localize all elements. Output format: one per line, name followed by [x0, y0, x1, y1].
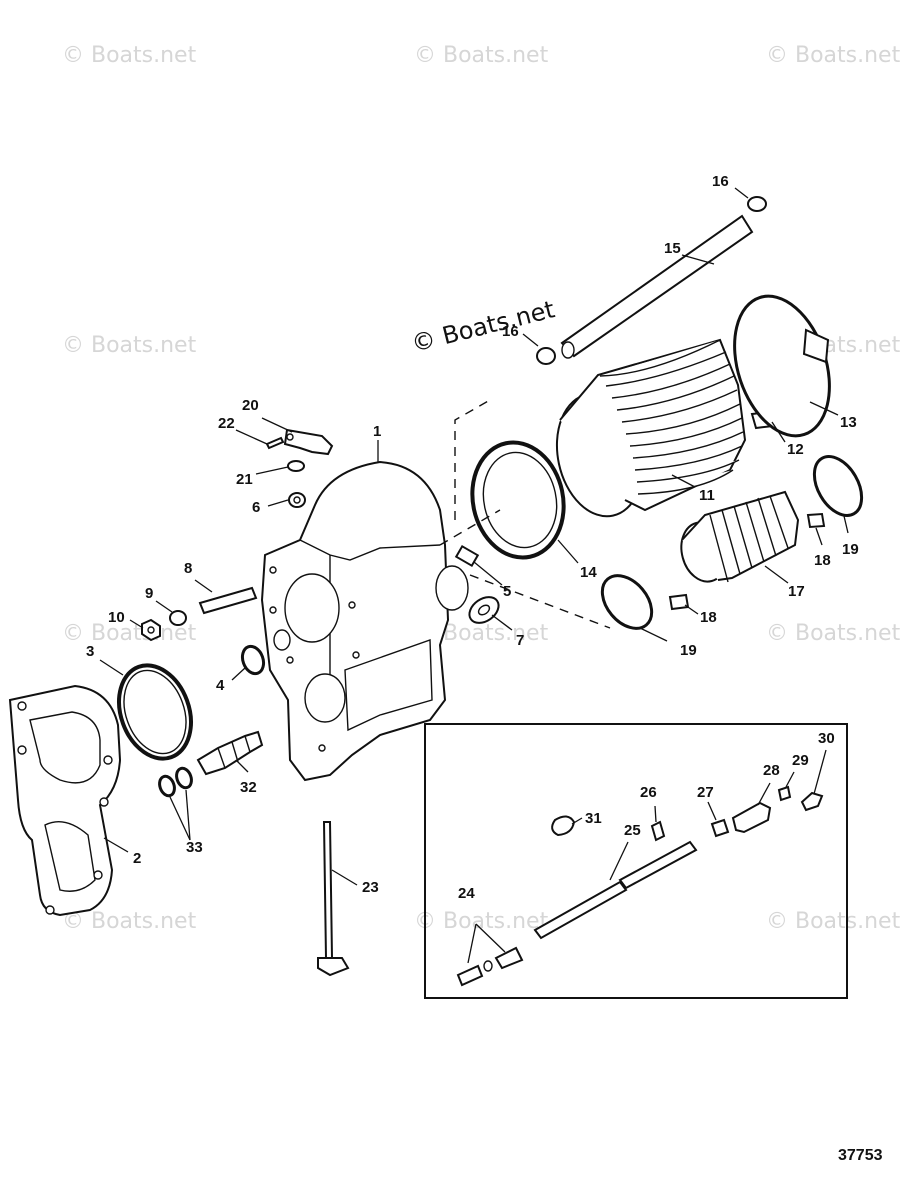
part-hose-clamp-lower — [536, 347, 556, 365]
drawing-number: 37753 — [838, 1147, 883, 1164]
part-ujoint-bellows — [680, 490, 800, 583]
inset-detail-box — [424, 723, 848, 999]
watermark: © Boats.net — [766, 43, 901, 68]
alignment-guide — [439, 509, 501, 546]
part-exhaust-bellows — [555, 338, 747, 518]
part-hose-clamp-medium — [812, 455, 864, 517]
callout-31: 31 — [585, 810, 602, 827]
callout-33: 33 — [186, 839, 203, 856]
part-exhaust-ring — [470, 440, 566, 560]
part-washer — [468, 596, 500, 624]
part-oring-pair — [158, 774, 176, 798]
watermark: © Boats.net — [414, 43, 549, 68]
callout-6: 6 — [252, 499, 260, 516]
center-watermark: © Boats.net — [409, 295, 558, 358]
part-clip-small — [668, 593, 690, 611]
callout-24: 24 — [458, 885, 475, 902]
part-hose-clamp-medium — [600, 574, 654, 630]
part-oring-pair — [175, 766, 193, 790]
callout-25: 25 — [624, 822, 641, 839]
callout-16: 16 — [712, 173, 729, 190]
watermark: © Boats.net — [62, 43, 197, 68]
callout-28: 28 — [763, 762, 780, 779]
alignment-guide — [454, 399, 491, 520]
callout-14: 14 — [580, 564, 597, 581]
callout-1: 1 — [373, 423, 381, 440]
callout-16: 16 — [502, 323, 519, 340]
callout-20: 20 — [242, 397, 259, 414]
leader-lines — [99, 187, 849, 964]
callout-19: 19 — [842, 541, 859, 558]
part-hose-clamp-upper — [747, 196, 767, 212]
callout-12: 12 — [787, 441, 804, 458]
callout-8: 8 — [184, 560, 192, 577]
part-gasket — [8, 684, 122, 917]
part-fitting — [454, 544, 480, 568]
callout-23: 23 — [362, 879, 379, 896]
callout-9: 9 — [145, 585, 153, 602]
part-oring-large — [117, 663, 193, 761]
part-pin — [265, 436, 285, 450]
part-oring-small — [240, 644, 266, 676]
callout-19: 19 — [680, 642, 697, 659]
part-hose — [560, 214, 754, 359]
part-gimbal-housing — [260, 460, 469, 782]
callout-13: 13 — [840, 414, 857, 431]
callout-2: 2 — [133, 850, 141, 867]
callout-17: 17 — [788, 583, 805, 600]
callout-30: 30 — [818, 730, 835, 747]
callout-26: 26 — [640, 784, 657, 801]
callout-10: 10 — [108, 609, 125, 626]
callout-18: 18 — [700, 609, 717, 626]
callout-15: 15 — [664, 240, 681, 257]
callout-22: 22 — [218, 415, 235, 432]
watermark: © Boats.net — [766, 909, 901, 934]
watermark: © Boats.net — [766, 621, 901, 646]
callout-5: 5 — [503, 583, 511, 600]
callout-7: 7 — [516, 632, 524, 649]
watermark: © Boats.net — [62, 333, 197, 358]
part-nut-small — [141, 618, 161, 642]
callout-3: 3 — [86, 643, 94, 660]
callout-29: 29 — [792, 752, 809, 769]
callout-32: 32 — [240, 779, 257, 796]
alignment-guide — [469, 574, 611, 629]
callout-11: 11 — [699, 487, 715, 504]
watermark: © Boats.net — [62, 909, 197, 934]
callout-21: 21 — [236, 471, 253, 488]
part-lever — [283, 428, 334, 456]
watermark: © Boats.net — [414, 909, 549, 934]
part-stud — [198, 586, 258, 615]
part-sensor — [196, 730, 264, 776]
part-clip-small — [806, 512, 826, 529]
callout-27: 27 — [697, 784, 714, 801]
callout-labels: 1 2 3 4 5 6 7 8 9 10 11 12 13 14 15 16 1… — [86, 173, 859, 902]
callout-18: 18 — [814, 552, 831, 569]
part-hose-clamp-large — [733, 294, 831, 438]
part-washer-small — [169, 610, 187, 626]
part-washer-top — [287, 460, 305, 472]
callout-4: 4 — [216, 677, 225, 694]
part-nut-top — [288, 492, 306, 508]
part-shift-cable — [317, 821, 350, 977]
